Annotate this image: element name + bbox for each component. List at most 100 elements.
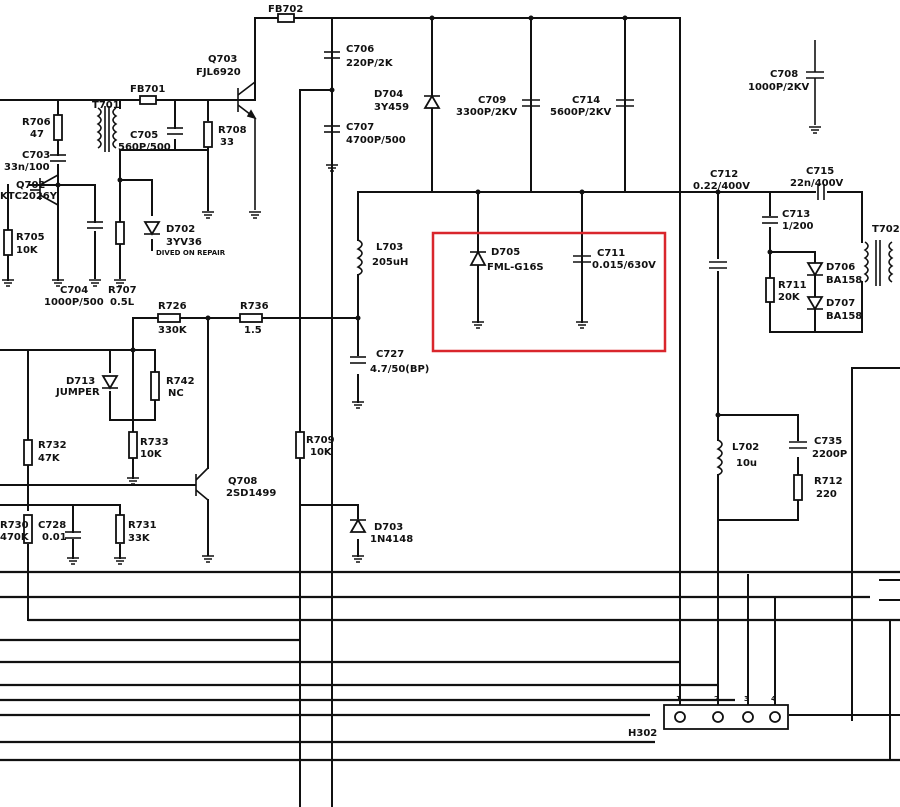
c713-label: C713 bbox=[782, 209, 810, 220]
d707-label: D707 bbox=[826, 298, 855, 309]
r707-label: R707 bbox=[108, 285, 137, 296]
c708-capacitor bbox=[806, 40, 824, 125]
r733-resistor bbox=[128, 431, 138, 459]
c708-value-label: 1000P/2KV bbox=[748, 82, 810, 93]
c703-capacitor bbox=[50, 154, 66, 162]
r733-value-label: 10K bbox=[140, 449, 163, 460]
c727-label: C727 bbox=[376, 349, 404, 360]
d705-diode bbox=[469, 250, 487, 266]
r726-label: R726 bbox=[158, 301, 187, 312]
c703-value-label: 33n/100 bbox=[4, 162, 50, 173]
r708-resistor bbox=[203, 121, 213, 148]
r711-value-label: 20K bbox=[778, 292, 801, 303]
d703-part-label: 1N4148 bbox=[370, 534, 413, 545]
c705-capacitor bbox=[167, 127, 183, 135]
r726-resistor bbox=[157, 313, 181, 323]
c709-label: C709 bbox=[478, 95, 506, 106]
c712-capacitor bbox=[709, 261, 727, 269]
r708-label: R708 bbox=[218, 125, 247, 136]
r706-resistor bbox=[53, 114, 63, 141]
q703-label: Q703 bbox=[208, 54, 237, 65]
c727-value-label: 4.7/50(BP) bbox=[370, 364, 429, 375]
ground-symbols bbox=[2, 126, 821, 565]
h302-pin-4: 4 bbox=[771, 695, 776, 703]
d713-diode bbox=[101, 375, 119, 390]
fb702-label: FB702 bbox=[268, 4, 303, 15]
c705-label: C705 bbox=[130, 130, 158, 141]
h302-connector bbox=[663, 704, 789, 730]
c704-capacitor bbox=[87, 221, 103, 229]
c728-label: C728 bbox=[38, 520, 66, 531]
d702-note-label: DIVED ON REPAIR bbox=[156, 249, 226, 257]
c735-capacitor bbox=[789, 441, 807, 449]
r711-resistor bbox=[765, 277, 775, 303]
r730-resistor bbox=[23, 514, 33, 544]
l702-value-label: 10u bbox=[736, 458, 757, 469]
c711-capacitor bbox=[573, 255, 591, 263]
q702-transistor bbox=[30, 174, 59, 206]
c713-value-label: 1/200 bbox=[782, 221, 814, 232]
t701-label: T701 bbox=[92, 100, 120, 111]
c735-label: C735 bbox=[814, 436, 842, 447]
c728-value-label: 0.01 bbox=[42, 532, 67, 543]
r730-label: R730 bbox=[0, 520, 29, 531]
c735-value-label: 2200P bbox=[812, 449, 847, 460]
c711-value-label: 0.015/630V bbox=[592, 260, 656, 271]
d703-diode bbox=[349, 518, 367, 533]
r707-resistor bbox=[115, 221, 125, 245]
q702-part-label: KTC2026Y bbox=[0, 191, 58, 202]
h302-pin-3: 3 bbox=[744, 695, 749, 703]
c714-label: C714 bbox=[572, 95, 600, 106]
component-symbols bbox=[3, 13, 894, 730]
c706-capacitor bbox=[324, 51, 340, 59]
fb701-label: FB701 bbox=[130, 84, 165, 95]
fb701-bead bbox=[139, 95, 157, 105]
r705-label: R705 bbox=[16, 232, 45, 243]
h302-pin-1: 1 bbox=[676, 695, 681, 703]
d704-diode bbox=[423, 94, 441, 109]
d707-diode bbox=[806, 296, 824, 311]
d702-diode bbox=[143, 221, 161, 236]
h302-pin-2: 2 bbox=[714, 695, 719, 703]
c707-capacitor bbox=[324, 125, 340, 133]
l703-value-label: 205uH bbox=[372, 257, 408, 268]
c704-value-label: 1000P/500 bbox=[44, 297, 104, 308]
l703-inductor bbox=[356, 239, 363, 276]
r731-value-label: 33K bbox=[128, 533, 151, 544]
r708-value-label: 33 bbox=[220, 137, 234, 148]
d705-label: D705 bbox=[491, 247, 520, 258]
q703-transistor bbox=[237, 81, 257, 210]
d702-part-label: 3YV36 bbox=[166, 237, 202, 248]
r732-resistor bbox=[23, 439, 33, 466]
highlight-box bbox=[431, 231, 667, 353]
c715-capacitor bbox=[817, 184, 825, 200]
q708-transistor bbox=[195, 467, 209, 501]
r736-value-label: 1.5 bbox=[244, 325, 262, 336]
r742-value-label: NC bbox=[168, 388, 184, 399]
l702-label: L702 bbox=[732, 442, 759, 453]
r726-value-label: 330K bbox=[158, 325, 188, 336]
c727-capacitor bbox=[350, 356, 366, 364]
r709-resistor bbox=[295, 431, 305, 459]
c711-label: C711 bbox=[597, 248, 625, 259]
t702-transformer bbox=[863, 240, 894, 286]
r712-value-label: 220 bbox=[816, 489, 837, 500]
d713-label: D713 bbox=[66, 376, 95, 387]
r705-value-label: 10K bbox=[16, 245, 39, 256]
c708-label: C708 bbox=[770, 69, 798, 80]
c712-label: C712 bbox=[710, 169, 738, 180]
q708-label: Q708 bbox=[228, 476, 257, 487]
wiring bbox=[0, 17, 900, 807]
l703-label: L703 bbox=[376, 242, 403, 253]
r731-resistor bbox=[115, 514, 125, 544]
c715-value-label: 22n/400V bbox=[790, 178, 844, 189]
c713-capacitor bbox=[762, 216, 778, 224]
c709-value-label: 3300P/2KV bbox=[456, 107, 518, 118]
h302-label: H302 bbox=[628, 728, 657, 739]
r730-value-label: 470K bbox=[0, 532, 30, 543]
r709-label: R709 bbox=[306, 435, 335, 446]
r742-label: R742 bbox=[166, 376, 195, 387]
d707-part-label: BA158 bbox=[826, 311, 862, 322]
r709-value-label: 10K bbox=[310, 447, 333, 458]
